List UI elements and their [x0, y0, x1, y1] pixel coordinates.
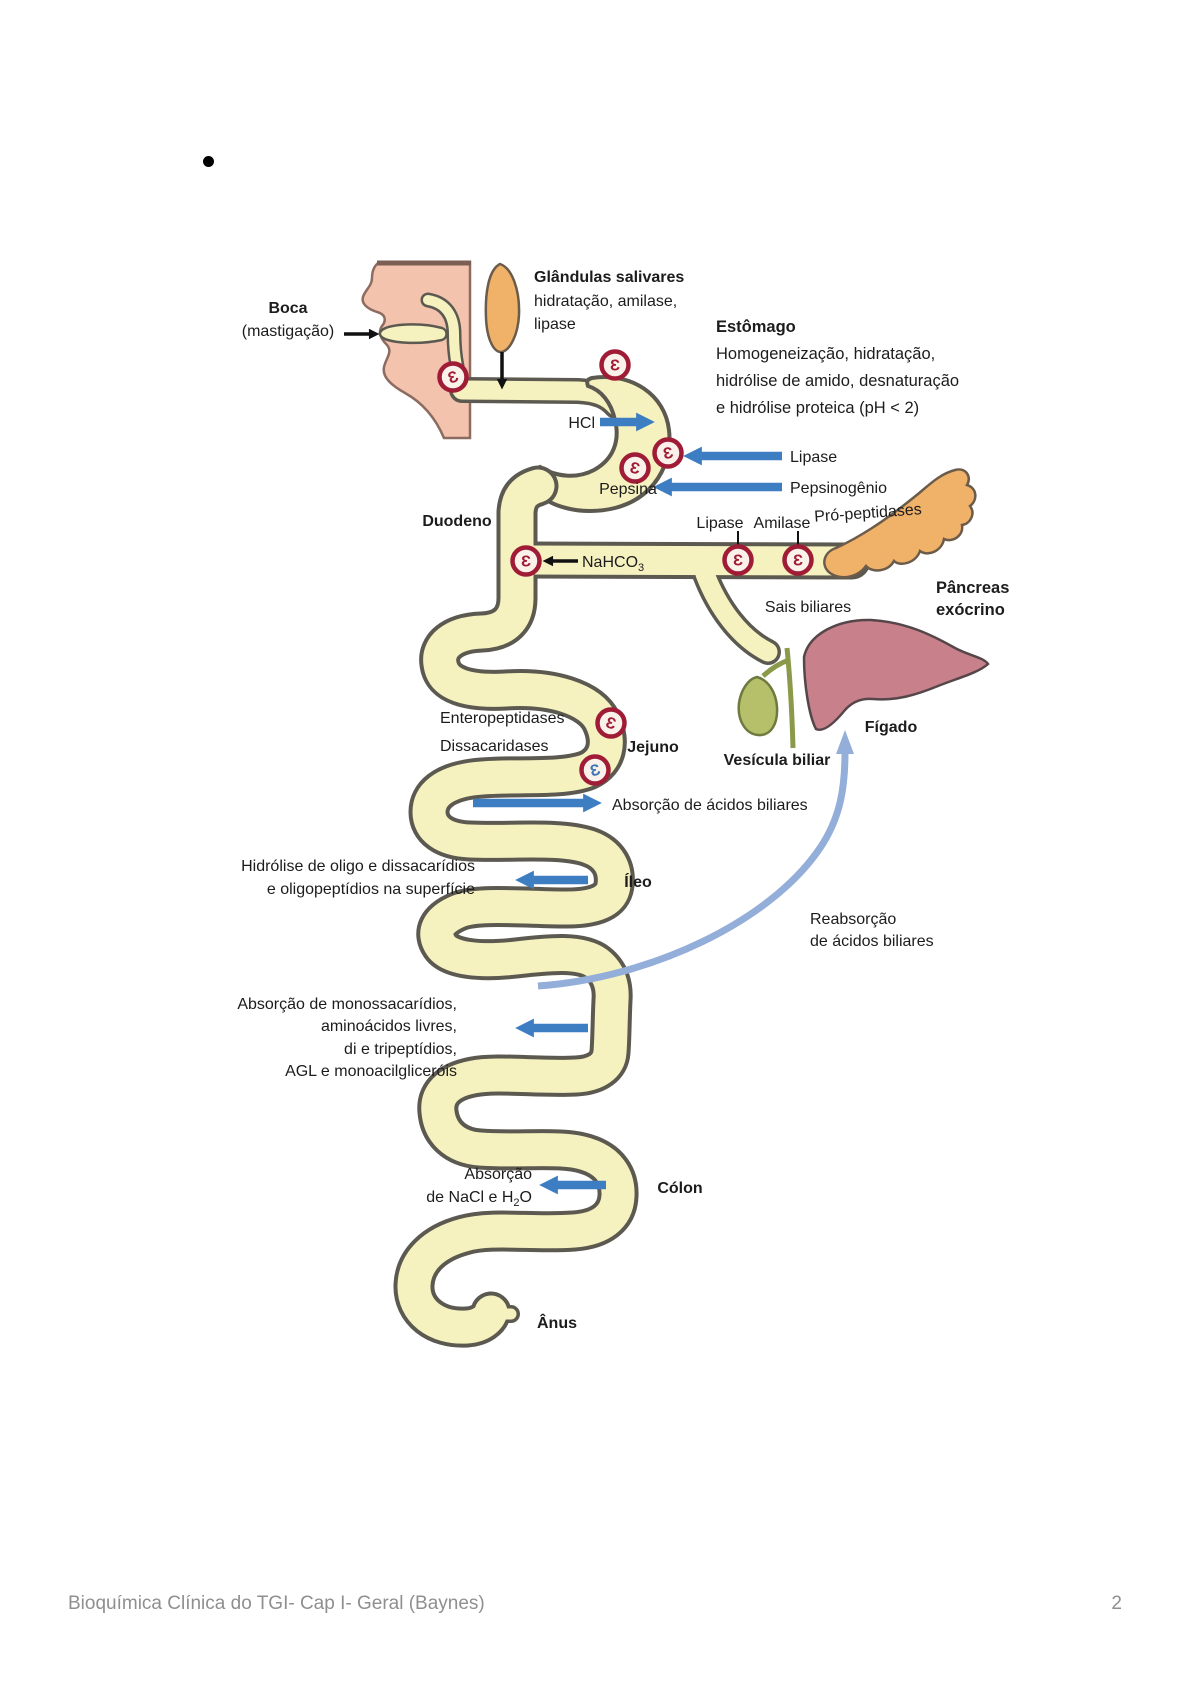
enzyme-icon: Ɛ [510, 545, 542, 577]
common-bile-duct [784, 647, 796, 749]
enzyme-icon: Ɛ [722, 544, 754, 576]
svg-text:Ɛ: Ɛ [662, 445, 675, 464]
label-duodeno: Duodeno [422, 513, 492, 530]
svg-text:Ɛ: Ɛ [628, 460, 641, 478]
nacl-line2: de NaCl e H2O [372, 1186, 532, 1215]
glandulas-title: Glândulas salivares [534, 269, 685, 286]
label-sais-biliares: Sais biliares [764, 599, 852, 616]
label-dissacaridases: Dissacaridases [440, 738, 549, 755]
monos-line3: di e tripeptídios, [344, 1040, 457, 1058]
estomago-title: Estômago [716, 318, 796, 336]
glandulas-line2: hidratação, amilase, [534, 292, 678, 310]
label-absorcao-nacl: Absorção de NaCl e H2O [372, 1163, 532, 1215]
enzyme-icon: Ɛ [437, 361, 469, 393]
label-pepsinogenio: Pepsinogênio [790, 480, 887, 497]
liver [802, 618, 990, 732]
label-reabsorcao: Reabsorção de ácidos biliares [810, 909, 934, 953]
label-lipase-duct: Lipase [696, 515, 744, 532]
nacl-line1: Absorção [464, 1166, 532, 1183]
pancreas [823, 468, 977, 579]
svg-text:Ɛ: Ɛ [610, 358, 620, 375]
label-nahco3: NaHCO3 [582, 552, 644, 579]
pancreas-line1: Pâncreas [936, 579, 1010, 597]
estomago-line1: Homogeneização, hidratação, [716, 345, 936, 363]
label-absorcao-monossacarideos: Absorção de monossacarídios, aminoácidos… [187, 994, 457, 1083]
label-hidrolise: Hidrólise de oligo e dissacarídios e oli… [215, 855, 475, 901]
nacl-sub: 2 [513, 1197, 520, 1210]
list-bullet [203, 156, 214, 167]
tongue [378, 323, 448, 345]
footer-title: Bioquímica Clínica do TGI- Cap I- Geral … [68, 1593, 485, 1614]
monos-line4: AGL e monoacilgliceróis [285, 1062, 457, 1080]
monos-line1: Absorção de monossacarídios, [237, 996, 457, 1013]
nahco3-base: NaHCO [582, 554, 639, 571]
svg-text:Ɛ: Ɛ [733, 553, 743, 570]
label-absorcao-biliares: Absorção de ácidos biliares [612, 797, 808, 814]
svg-text:Ɛ: Ɛ [588, 761, 602, 780]
rectum [487, 1312, 511, 1314]
label-enteropeptidases: Enteropeptidases [440, 710, 565, 727]
enzyme-icon: Ɛ [782, 544, 814, 576]
label-amilase: Amilase [753, 515, 811, 532]
reabsorcao-line1: Reabsorção [810, 911, 897, 928]
boca-title: Boca [268, 300, 308, 317]
glandulas-line3: lipase [534, 316, 576, 333]
label-jejuno: Jejuno [627, 739, 679, 756]
svg-text:Ɛ: Ɛ [793, 553, 803, 570]
label-pancreas: Pâncreas exócrino [936, 577, 1009, 621]
nacl-pre: de NaCl e H [426, 1189, 514, 1206]
enzyme-icon: Ɛ [652, 437, 684, 469]
hidrolise-line1: Hidrólise de oligo e dissacarídios [241, 858, 475, 875]
label-anus: Ânus [537, 1315, 577, 1332]
gallbladder [737, 675, 779, 737]
enzyme-icon: Ɛ [619, 452, 651, 484]
enzyme-icon: Ɛ [595, 707, 627, 739]
svg-text:Ɛ: Ɛ [604, 714, 618, 733]
label-vesicula-biliar: Vesícula biliar [723, 752, 831, 769]
svg-text:Ɛ: Ɛ [521, 554, 531, 571]
bile-duct [705, 574, 768, 652]
estomago-line2: hidrólise de amido, desnaturação [716, 372, 960, 390]
label-lipase-stomach: Lipase [790, 449, 838, 466]
reabsorcao-line2: de ácidos biliares [810, 933, 934, 950]
label-boca: Boca (mastigação) [232, 297, 344, 343]
reabsorption-curve-arrow [537, 751, 849, 990]
monos-line2: aminoácidos livres, [320, 1018, 457, 1036]
boca-subtitle: (mastigação) [241, 323, 335, 340]
label-colon: Cólon [657, 1180, 703, 1197]
label-estomago: Estômago Homogeneização, hidratação, hid… [716, 314, 959, 422]
label-figado: Fígado [864, 719, 918, 736]
footer-page-number: 2 [1111, 1593, 1122, 1614]
salivary-gland [484, 262, 521, 354]
nacl-post: O [519, 1189, 532, 1206]
label-glandulas-salivares: Glândulas salivares hidratação, amilase,… [534, 266, 684, 337]
pancreas-line2: exócrino [936, 601, 1005, 619]
label-ileo: Íleo [624, 874, 652, 891]
hidrolise-line2: e oligopeptídios na superfície [266, 881, 475, 898]
estomago-line3: e hidrólise proteica (pH < 2) [716, 399, 920, 417]
label-pepsina: Pepsina [599, 481, 657, 498]
enzyme-icon: Ɛ [599, 349, 631, 381]
reabsorption-arrowhead [836, 730, 854, 754]
label-hcl: HCl [568, 415, 595, 432]
enzyme-icon-blue: Ɛ [579, 754, 611, 786]
nahco3-sub: 3 [638, 562, 645, 575]
